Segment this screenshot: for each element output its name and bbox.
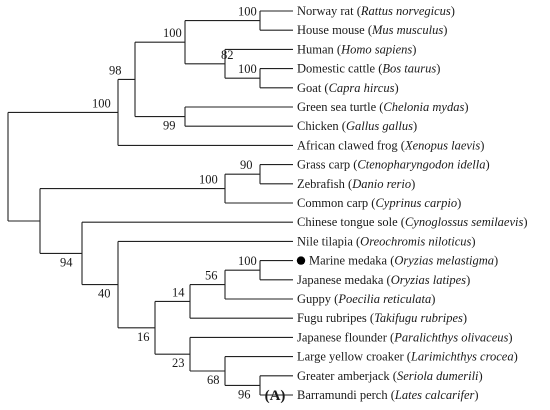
marker-dot — [296, 256, 306, 265]
leaf-latin-name: Larimichthys crocea — [410, 350, 514, 364]
leaf-latin-name: Cynoglossus semilaevis — [405, 215, 524, 229]
leaf-latin-name: Mus musculus — [371, 23, 443, 37]
leaf-label: Fugu rubripes (Takifugu rubripes) — [297, 311, 467, 325]
leaf-label: Green sea turtle (Chelonia mydas) — [297, 100, 469, 114]
bootstrap-value: 96 — [238, 387, 251, 401]
leaf-label: Chicken (Gallus gallus) — [297, 119, 417, 133]
leaf-label: African clawed frog (Xenopus laevis) — [297, 138, 484, 152]
leaf-latin-name: Takifugu rubripes — [374, 311, 463, 325]
leaf-common-name: Chicken ( — [297, 119, 346, 133]
leaf-common-name: Domestic cattle ( — [297, 62, 382, 76]
leaf-latin-name: Oryzias latipes — [391, 273, 466, 287]
panel-label: (A) — [265, 388, 286, 404]
bootstrap-value: 82 — [221, 48, 234, 62]
bootstrap-value: 90 — [240, 158, 253, 172]
bootstrap-value: 100 — [238, 254, 257, 268]
leaf-label: Japanese medaka (Oryzias latipes) — [297, 273, 470, 287]
leaf-common-name: Greater amberjack ( — [297, 369, 397, 383]
leaf-latin-name: Danio rerio — [351, 177, 411, 191]
leaf-labels: Norway rat (Rattus norvegicus) House mous… — [296, 4, 528, 402]
leaf-common-name: Nile tilapia ( — [297, 234, 360, 248]
leaf-label: Human (Homo sapiens) — [297, 42, 416, 56]
leaf-common-name: Marine medaka ( — [309, 254, 394, 268]
leaf-latin-name: Rattus norvegicus — [360, 4, 451, 18]
leaf-latin-name: Ctenopharyngodon idella — [357, 158, 485, 172]
leaf-common-name: Common carp ( — [297, 196, 375, 210]
leaf-label: Nile tilapia (Oreochromis niloticus) — [297, 234, 476, 248]
leaf-common-name: Norway rat ( — [297, 4, 361, 18]
leaf-label: Goat (Capra hircus) — [297, 81, 399, 95]
leaf-latin-name: Capra hircus — [329, 81, 395, 95]
leaf-label: Large yellow croaker (Larimichthys croce… — [297, 350, 518, 364]
bootstrap-value: 40 — [98, 287, 111, 301]
leaf-latin-name: Cyprinus carpio — [375, 196, 457, 210]
leaf-latin-name: Xenopus laevis — [404, 138, 480, 152]
leaf-latin-name: Poecilia reticulata — [337, 292, 431, 306]
leaf-common-name: Fugu rubripes ( — [297, 311, 374, 325]
bootstrap-value: 99 — [163, 119, 176, 133]
leaf-common-name: Barramundi perch ( — [297, 388, 395, 402]
leaf-common-name: Human ( — [297, 42, 341, 56]
leaf-common-name: Japanese medaka ( — [297, 273, 391, 287]
bootstrap-value: 68 — [207, 373, 220, 387]
leaf-common-name: Guppy ( — [297, 292, 338, 306]
leaf-latin-name: Homo sapiens — [340, 42, 412, 56]
leaf-common-name: Goat ( — [297, 81, 329, 95]
leaf-latin-name: Bos taurus — [382, 62, 436, 76]
leaf-latin-name: Seriola dumerili — [397, 369, 479, 383]
leaf-label: House mouse (Mus musculus) — [297, 23, 447, 37]
leaf-common-name: Large yellow croaker ( — [297, 350, 411, 364]
leaf-latin-name: Oryzias melastigma — [394, 254, 494, 268]
bootstrap-value: 100 — [238, 5, 257, 19]
bootstrap-value: 100 — [92, 96, 111, 110]
leaf-label: Barramundi perch (Lates calcarifer) — [297, 388, 479, 402]
leaf-latin-name: Chelonia mydas — [383, 100, 464, 114]
leaf-label: Chinese tongue sole (Cynoglossus semilae… — [297, 215, 528, 229]
leaf-latin-name: Oreochromis niloticus — [360, 234, 471, 248]
bootstrap-value: 100 — [238, 62, 257, 76]
leaf-label: Marine medaka (Oryzias melastigma) — [309, 254, 498, 268]
leaf-latin-name: Lates calcarifer — [394, 388, 475, 402]
leaf-common-name: House mouse ( — [297, 23, 372, 37]
bootstrap-value: 98 — [109, 63, 122, 77]
leaf-common-name: Grass carp ( — [297, 158, 357, 172]
leaf-common-name: Chinese tongue sole ( — [297, 215, 405, 229]
bootstrap-value: 94 — [60, 255, 73, 269]
leaf-common-name: Green sea turtle ( — [297, 100, 383, 114]
bootstrap-value: 56 — [205, 269, 218, 283]
leaf-latin-name: Gallus gallus — [346, 119, 413, 133]
leaf-latin-name: Paralichthys olivaceus — [393, 330, 508, 344]
leaf-label: Domestic cattle (Bos taurus) — [297, 62, 440, 76]
leaf-label: Common carp (Cyprinus carpio) — [297, 196, 461, 210]
leaf-common-name: Zebrafish ( — [297, 177, 352, 191]
leaf-label: Grass carp (Ctenopharyngodon idella) — [297, 158, 490, 172]
leaf-label: Greater amberjack (Seriola dumerili) — [297, 369, 483, 383]
bootstrap-value: 14 — [172, 285, 185, 299]
bootstrap-value: 100 — [163, 26, 182, 40]
leaf-label: Guppy (Poecilia reticulata) — [297, 292, 435, 306]
leaf-common-name: Japanese flounder ( — [297, 330, 394, 344]
tree-branches — [7, 10, 293, 396]
bootstrap-values: 100 100 82 100 99 98 100 90 100 100 56 14 96 68 23 16 40… — [60, 5, 257, 402]
leaf-common-name: African clawed frog ( — [297, 138, 405, 152]
leaf-label: Zebrafish (Danio rerio) — [297, 177, 415, 191]
leaf-label: Norway rat (Rattus norvegicus) — [297, 4, 455, 18]
bootstrap-value: 23 — [172, 356, 185, 370]
bootstrap-value: 100 — [199, 173, 218, 187]
leaf-label: Japanese flounder (Paralichthys olivaceu… — [297, 330, 513, 344]
bootstrap-value: 16 — [137, 330, 150, 344]
